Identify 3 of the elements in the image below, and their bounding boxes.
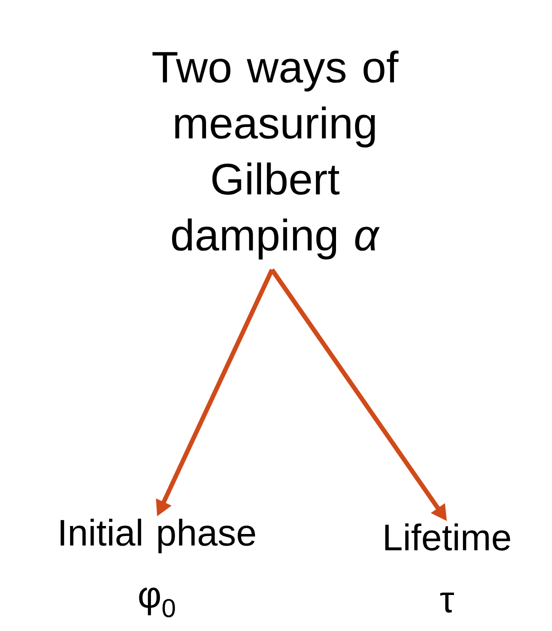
title-text: Two ways of measuring Gilbert damping α: [152, 50, 398, 260]
label-text: Lifetime τ: [385, 523, 510, 613]
label-text: Initial phase φ$_{0}$: [60, 518, 256, 618]
